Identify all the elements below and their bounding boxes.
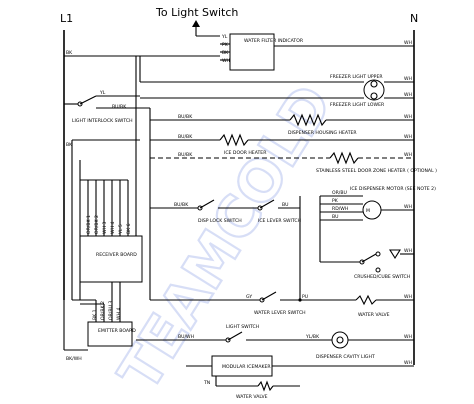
interlock-blade — [79, 95, 97, 105]
receiver-pin-2: OR/BK 2 — [94, 215, 100, 234]
icemaker-valve-coil — [257, 380, 274, 392]
wire-label-bubk-1: BU/BK — [112, 104, 127, 110]
wire-label-pk-1: PK — [332, 198, 339, 204]
freezer-light-lower-label: FREEZER LIGHT LOWER — [330, 102, 385, 108]
receiver-pin-4: WH 4 — [110, 222, 116, 234]
receiver-board — [79, 235, 143, 283]
receiver-pin-6: BK 6 — [126, 223, 132, 234]
emitter-pins: BK 1 OR/BK 2 OR/BU 3 WH 4 — [92, 301, 122, 320]
receiver-board-label: RECEIVER BOARD — [96, 252, 137, 258]
wire-label-bu-1: BU — [282, 202, 289, 208]
crushed-contact-nc — [375, 267, 381, 273]
wire-label-bubk-5: BU/BK — [174, 202, 189, 208]
ice-lever-blade — [259, 199, 275, 209]
emitter-pin-1: BK 1 — [92, 309, 98, 320]
housing-heater-resistor — [289, 113, 327, 127]
icemaker-valve-label: WATER VALVE — [236, 394, 268, 400]
wire-label-yl-top: YL — [221, 34, 228, 40]
wire-label-tn-1: TN — [203, 380, 210, 386]
housing-heater-label: DISPENSER HOUSING HEATER — [288, 130, 357, 136]
wire-label-wh-top: WH — [222, 58, 230, 64]
wire-label-wh-8: WH — [404, 248, 412, 254]
disp-lock-blade — [199, 199, 215, 209]
wire-label-buwh-1: BU/WH — [178, 334, 194, 340]
bulb-filament-icon — [336, 336, 344, 344]
freezer-light-bulb — [363, 79, 385, 101]
freezer-light-upper-label: FREEZER LIGHT UPPER — [330, 74, 383, 80]
top-label: To Light Switch — [155, 6, 238, 19]
bulb-filament-lower-icon — [370, 92, 378, 100]
water-lever-label: WATER LEVER SWITCH — [254, 310, 306, 316]
bulb-filament-upper-icon — [370, 80, 378, 88]
ice-door-heater-label: ICE DOOR HEATER — [224, 150, 267, 156]
water-valve-coil — [355, 294, 377, 306]
wire-label-bubk-4: BU/BK — [178, 152, 193, 158]
receiver-pins: OR/BK 1 OR/BK 2 WH 3 WH 4 YL 5 BK 6 — [86, 215, 132, 235]
crushed-contact-no — [375, 251, 381, 257]
water-lever-blade — [261, 291, 277, 301]
wire-label-yl-1: YL — [99, 90, 106, 96]
wire-label-pk-top: PK — [222, 42, 229, 48]
cavity-light-label: DISPENSER CAVITY LIGHT — [316, 354, 375, 360]
cavity-light-bulb — [331, 331, 349, 349]
water-filter-label: WATER FILTER INDICATOR — [244, 38, 304, 44]
emitter-board — [87, 321, 133, 347]
wire-label-wh-3: WH — [404, 92, 412, 98]
water-valve-label: WATER VALVE — [358, 312, 390, 318]
watermark: TEAMCOLD — [106, 73, 347, 403]
wire-label-gy-1: GY — [246, 294, 252, 300]
wire-label-bubk-2: BU/BK — [178, 114, 193, 120]
ice-door-heater-resistor — [219, 133, 249, 147]
disp-lock-label: DISP LOCK SWITCH — [198, 218, 242, 224]
emitter-pin-4: WH 4 — [116, 308, 122, 320]
wire-label-orbu-1: OR/BU — [332, 190, 347, 196]
wire-label-wh-7: WH — [404, 204, 412, 210]
receiver-pin-1: OR/BK 1 — [86, 215, 92, 234]
receiver-pin-5: YL 5 — [118, 224, 124, 235]
icemaker-label: MODULAR ICEMAKER — [222, 364, 271, 370]
crushed-blade — [361, 253, 377, 263]
solenoid-icon — [389, 249, 401, 260]
emitter-board-label: EMITTER BOARD — [98, 328, 136, 334]
light-switch-label: LIGHT SWITCH — [226, 324, 259, 330]
light-interlock-label: LIGHT INTERLOCK SWITCH — [72, 118, 133, 124]
wire-label-wh-6: WH — [404, 152, 412, 158]
wire-label-wh-4: WH — [404, 114, 412, 120]
wire-label-wh-1: WH — [404, 40, 412, 46]
door-zone-heater-resistor — [329, 151, 359, 165]
wire-label-bk-2: BK — [66, 142, 73, 148]
rail-n-label: N — [410, 12, 418, 25]
wire-label-bu-2: BU — [332, 214, 339, 220]
wire-label-ylbk-1: YL/BK — [305, 334, 320, 340]
ice-motor-label: ICE DISPENSER MOTOR (SEE NOTE 2) — [350, 186, 436, 192]
wire-label-bk-1: BK — [66, 50, 73, 56]
ice-lever-label: ICE LEVER SWITCH — [258, 218, 301, 224]
wire-label-wh-11: WH — [404, 360, 412, 366]
motor-m-icon: M — [366, 208, 370, 214]
door-zone-heater-label: STAINLESS STEEL DOOR ZONE HEATER ( OPTIO… — [316, 168, 437, 174]
wire-label-pu-1: PU — [302, 294, 308, 300]
watermark-text: TEAMCOLD — [107, 74, 346, 402]
wire-label-wh-5: WH — [404, 134, 412, 140]
up-arrow-icon — [192, 20, 200, 27]
wire-label-wh-2: WH — [404, 76, 412, 82]
crushed-cube-label: CRUSHED/CUBE SWITCH — [354, 274, 410, 280]
wire-label-wh-10: WH — [404, 334, 412, 340]
receiver-pin-3: WH 3 — [102, 222, 108, 234]
light-switch-blade — [227, 331, 243, 341]
wire-label-bk-top: BK — [222, 50, 229, 56]
wire-label-wh-9: WH — [404, 294, 412, 300]
wire-label-rdwh-1: RD/WH — [332, 206, 348, 212]
wire-label-bkwh-1: BK/WH — [66, 356, 82, 362]
emitter-pin-2: OR/BK 2 — [100, 301, 106, 320]
wire-label-bubk-3: BU/BK — [178, 134, 193, 140]
rail-l1-label: L1 — [60, 12, 73, 25]
water-filter-indicator — [229, 33, 275, 71]
emitter-pin-3: OR/BU 3 — [108, 301, 114, 320]
